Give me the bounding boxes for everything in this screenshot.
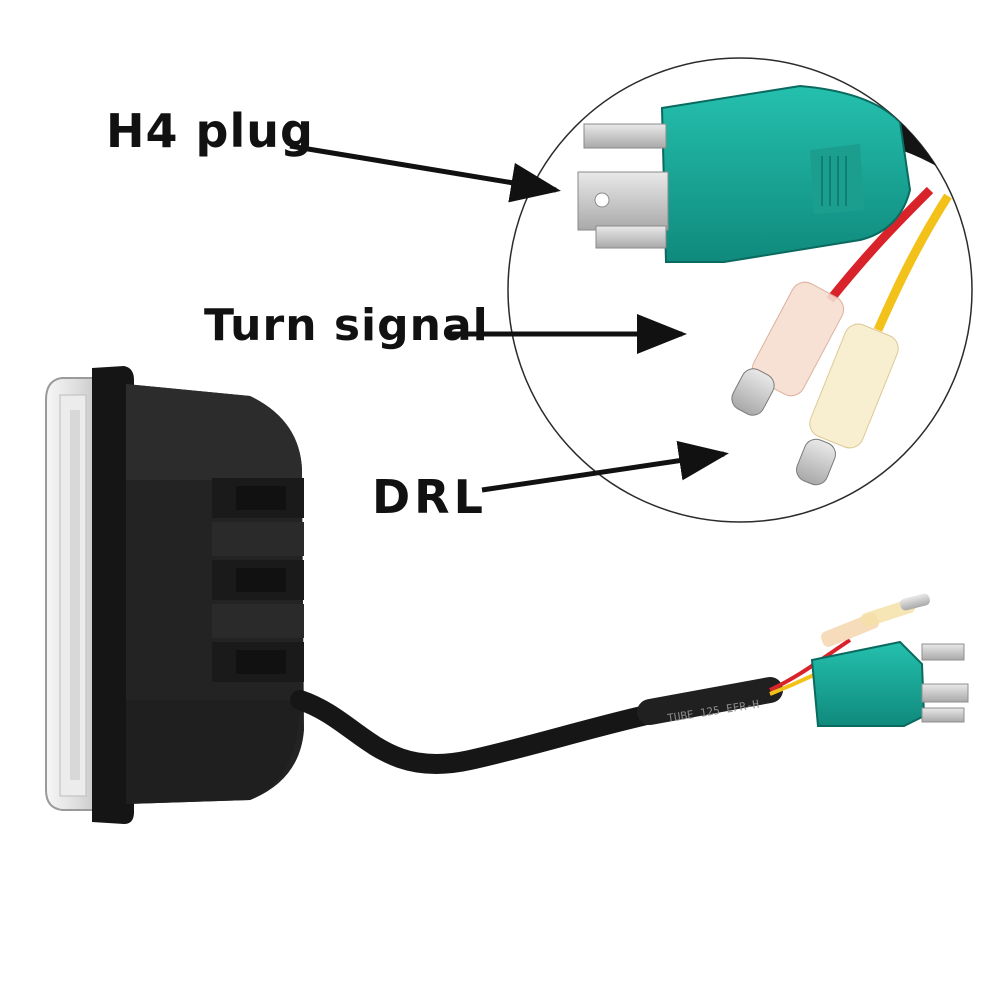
callout-arrows — [289, 143, 729, 493]
zoom-detail-circle — [507, 57, 973, 523]
h4-plug-large — [577, 84, 912, 263]
arrow-icon — [481, 440, 729, 493]
h4-plug-small — [810, 640, 969, 727]
arrow-icon — [289, 143, 561, 203]
turn-signal-terminal — [731, 281, 845, 416]
headlight-housing — [45, 366, 304, 824]
turn-signal-label: Turn signal — [204, 300, 489, 351]
drl-label: DRL — [372, 470, 487, 524]
h4-plug-label: H4 plug — [106, 104, 314, 158]
power-cable: TUBE 125 EFR-H — [290, 677, 783, 775]
drl-terminal — [796, 323, 899, 486]
